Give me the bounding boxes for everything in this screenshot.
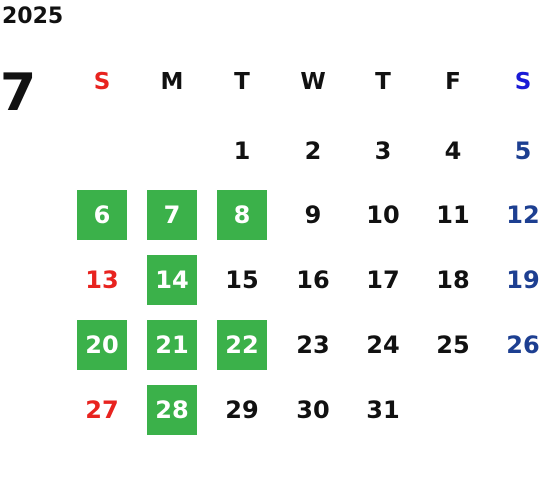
highlighted-day-cell: 14 xyxy=(147,255,197,305)
highlighted-day-cell: 28 xyxy=(147,385,197,435)
day-cell: 27 xyxy=(85,396,119,424)
day-cell: 25 xyxy=(436,331,470,359)
day-cell: 9 xyxy=(304,201,322,229)
highlighted-day-cell: 22 xyxy=(217,320,267,370)
day-cell: 29 xyxy=(225,396,259,424)
weekday-label: S xyxy=(514,69,532,95)
day-cell: 23 xyxy=(296,331,330,359)
highlighted-day-cell: 21 xyxy=(147,320,197,370)
day-cell: 1 xyxy=(233,137,251,165)
weekday-label: F xyxy=(445,69,461,95)
day-cell: 4 xyxy=(444,137,462,165)
day-cell: 3 xyxy=(374,137,392,165)
day-cell: 12 xyxy=(506,201,540,229)
highlighted-day-cell: 7 xyxy=(147,190,197,240)
highlighted-day-cell: 8 xyxy=(217,190,267,240)
day-cell: 15 xyxy=(225,266,259,294)
day-cell: 2 xyxy=(304,137,322,165)
month-label: 7 xyxy=(0,63,37,123)
year-label: 2025 xyxy=(2,4,64,29)
weekday-label: M xyxy=(160,69,184,95)
day-cell: 24 xyxy=(366,331,400,359)
day-cell: 18 xyxy=(436,266,470,294)
day-cell: 26 xyxy=(506,331,540,359)
day-cell: 5 xyxy=(514,137,532,165)
day-cell: 17 xyxy=(366,266,400,294)
weekday-label: S xyxy=(93,69,111,95)
day-cell: 31 xyxy=(366,396,400,424)
highlighted-day-cell: 20 xyxy=(77,320,127,370)
day-cell: 11 xyxy=(436,201,470,229)
highlighted-day-cell: 6 xyxy=(77,190,127,240)
day-cell: 19 xyxy=(506,266,540,294)
day-cell: 16 xyxy=(296,266,330,294)
weekday-label: T xyxy=(234,69,250,95)
day-cell: 10 xyxy=(366,201,400,229)
weekday-label: W xyxy=(300,69,326,95)
day-cell: 13 xyxy=(85,266,119,294)
day-cell: 30 xyxy=(296,396,330,424)
weekday-label: T xyxy=(375,69,391,95)
